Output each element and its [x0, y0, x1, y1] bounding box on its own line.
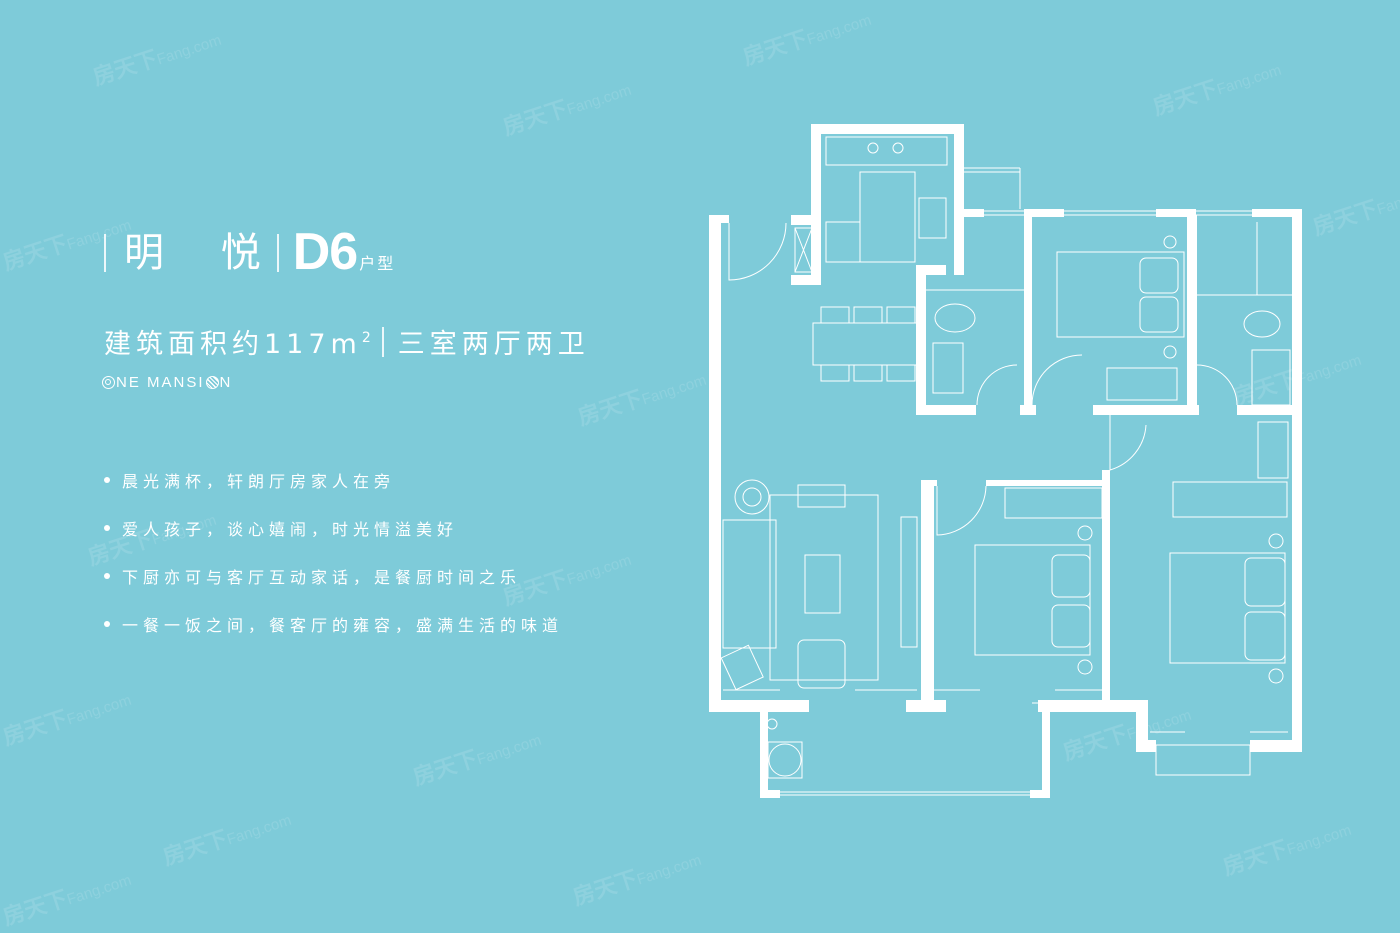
- divider: [381, 326, 384, 357]
- bullet-dot-icon: [104, 573, 110, 579]
- feature-item: 下厨亦可与客厅互动家话，是餐厨时间之乐: [104, 564, 563, 588]
- brand-text: N: [219, 374, 233, 391]
- feature-text: 晨光满杯，轩朗厅房家人在旁: [122, 472, 396, 491]
- brand-logo: NE MANSI N: [102, 374, 232, 391]
- unit-code: D6: [292, 223, 358, 281]
- area-text: 建筑面积约117m: [104, 329, 362, 360]
- feature-item: 爱人孩子，谈心嬉闹，时光情溢美好: [104, 516, 563, 540]
- feature-item: 一餐一饭之间，餐客厅的雍容，盛满生活的味道: [104, 612, 563, 636]
- bullet-dot-icon: [104, 621, 110, 627]
- feature-text: 一餐一饭之间，餐客厅的雍容，盛满生活的味道: [122, 616, 564, 635]
- feature-text: 下厨亦可与客厅互动家话，是餐厨时间之乐: [122, 568, 522, 587]
- divider: [104, 234, 106, 272]
- feature-text: 爱人孩子，谈心嬉闹，时光情溢美好: [122, 520, 459, 539]
- fixtures: [720, 136, 1292, 796]
- unit-suffix: 户型: [359, 254, 396, 273]
- layout-text: 三室两厅两卫: [397, 329, 590, 360]
- brand-text: NE MANSI: [116, 374, 205, 391]
- feature-list: 晨光满杯，轩朗厅房家人在旁 爱人孩子，谈心嬉闹，时光情溢美好 下厨亦可与客厅互动…: [104, 468, 563, 660]
- divider: [276, 234, 279, 272]
- feature-item: 晨光满杯，轩朗厅房家人在旁: [104, 468, 563, 492]
- hatched-circle-icon: [205, 376, 219, 389]
- project-name: 明 悦: [124, 230, 283, 276]
- bullet-dot-icon: [104, 477, 110, 483]
- walls: [709, 124, 1302, 798]
- unit-title: 明 悦 D6 户型: [104, 224, 395, 278]
- area-superscript: 2: [361, 329, 376, 346]
- bullet-dot-icon: [104, 525, 110, 531]
- ring-logo-icon: [102, 376, 115, 389]
